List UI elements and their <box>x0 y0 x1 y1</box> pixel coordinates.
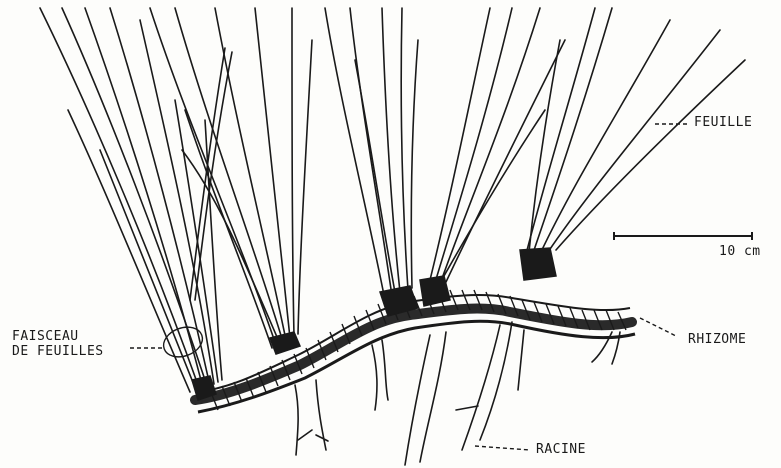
rhizome-body <box>192 248 635 412</box>
rhizome-label: RHIZOME <box>688 332 746 347</box>
scale-bar <box>614 232 752 240</box>
rhizome-leader <box>640 318 676 336</box>
faisceau-label-line2: DE FEUILLES <box>12 344 104 359</box>
racine-leader <box>475 446 530 450</box>
racine-label: RACINE <box>536 442 586 457</box>
feuille-label: FEUILLE <box>694 115 752 130</box>
scale-label: 10 cm <box>719 244 761 259</box>
faisceau-label-line1: FAISCEAU <box>12 329 79 344</box>
